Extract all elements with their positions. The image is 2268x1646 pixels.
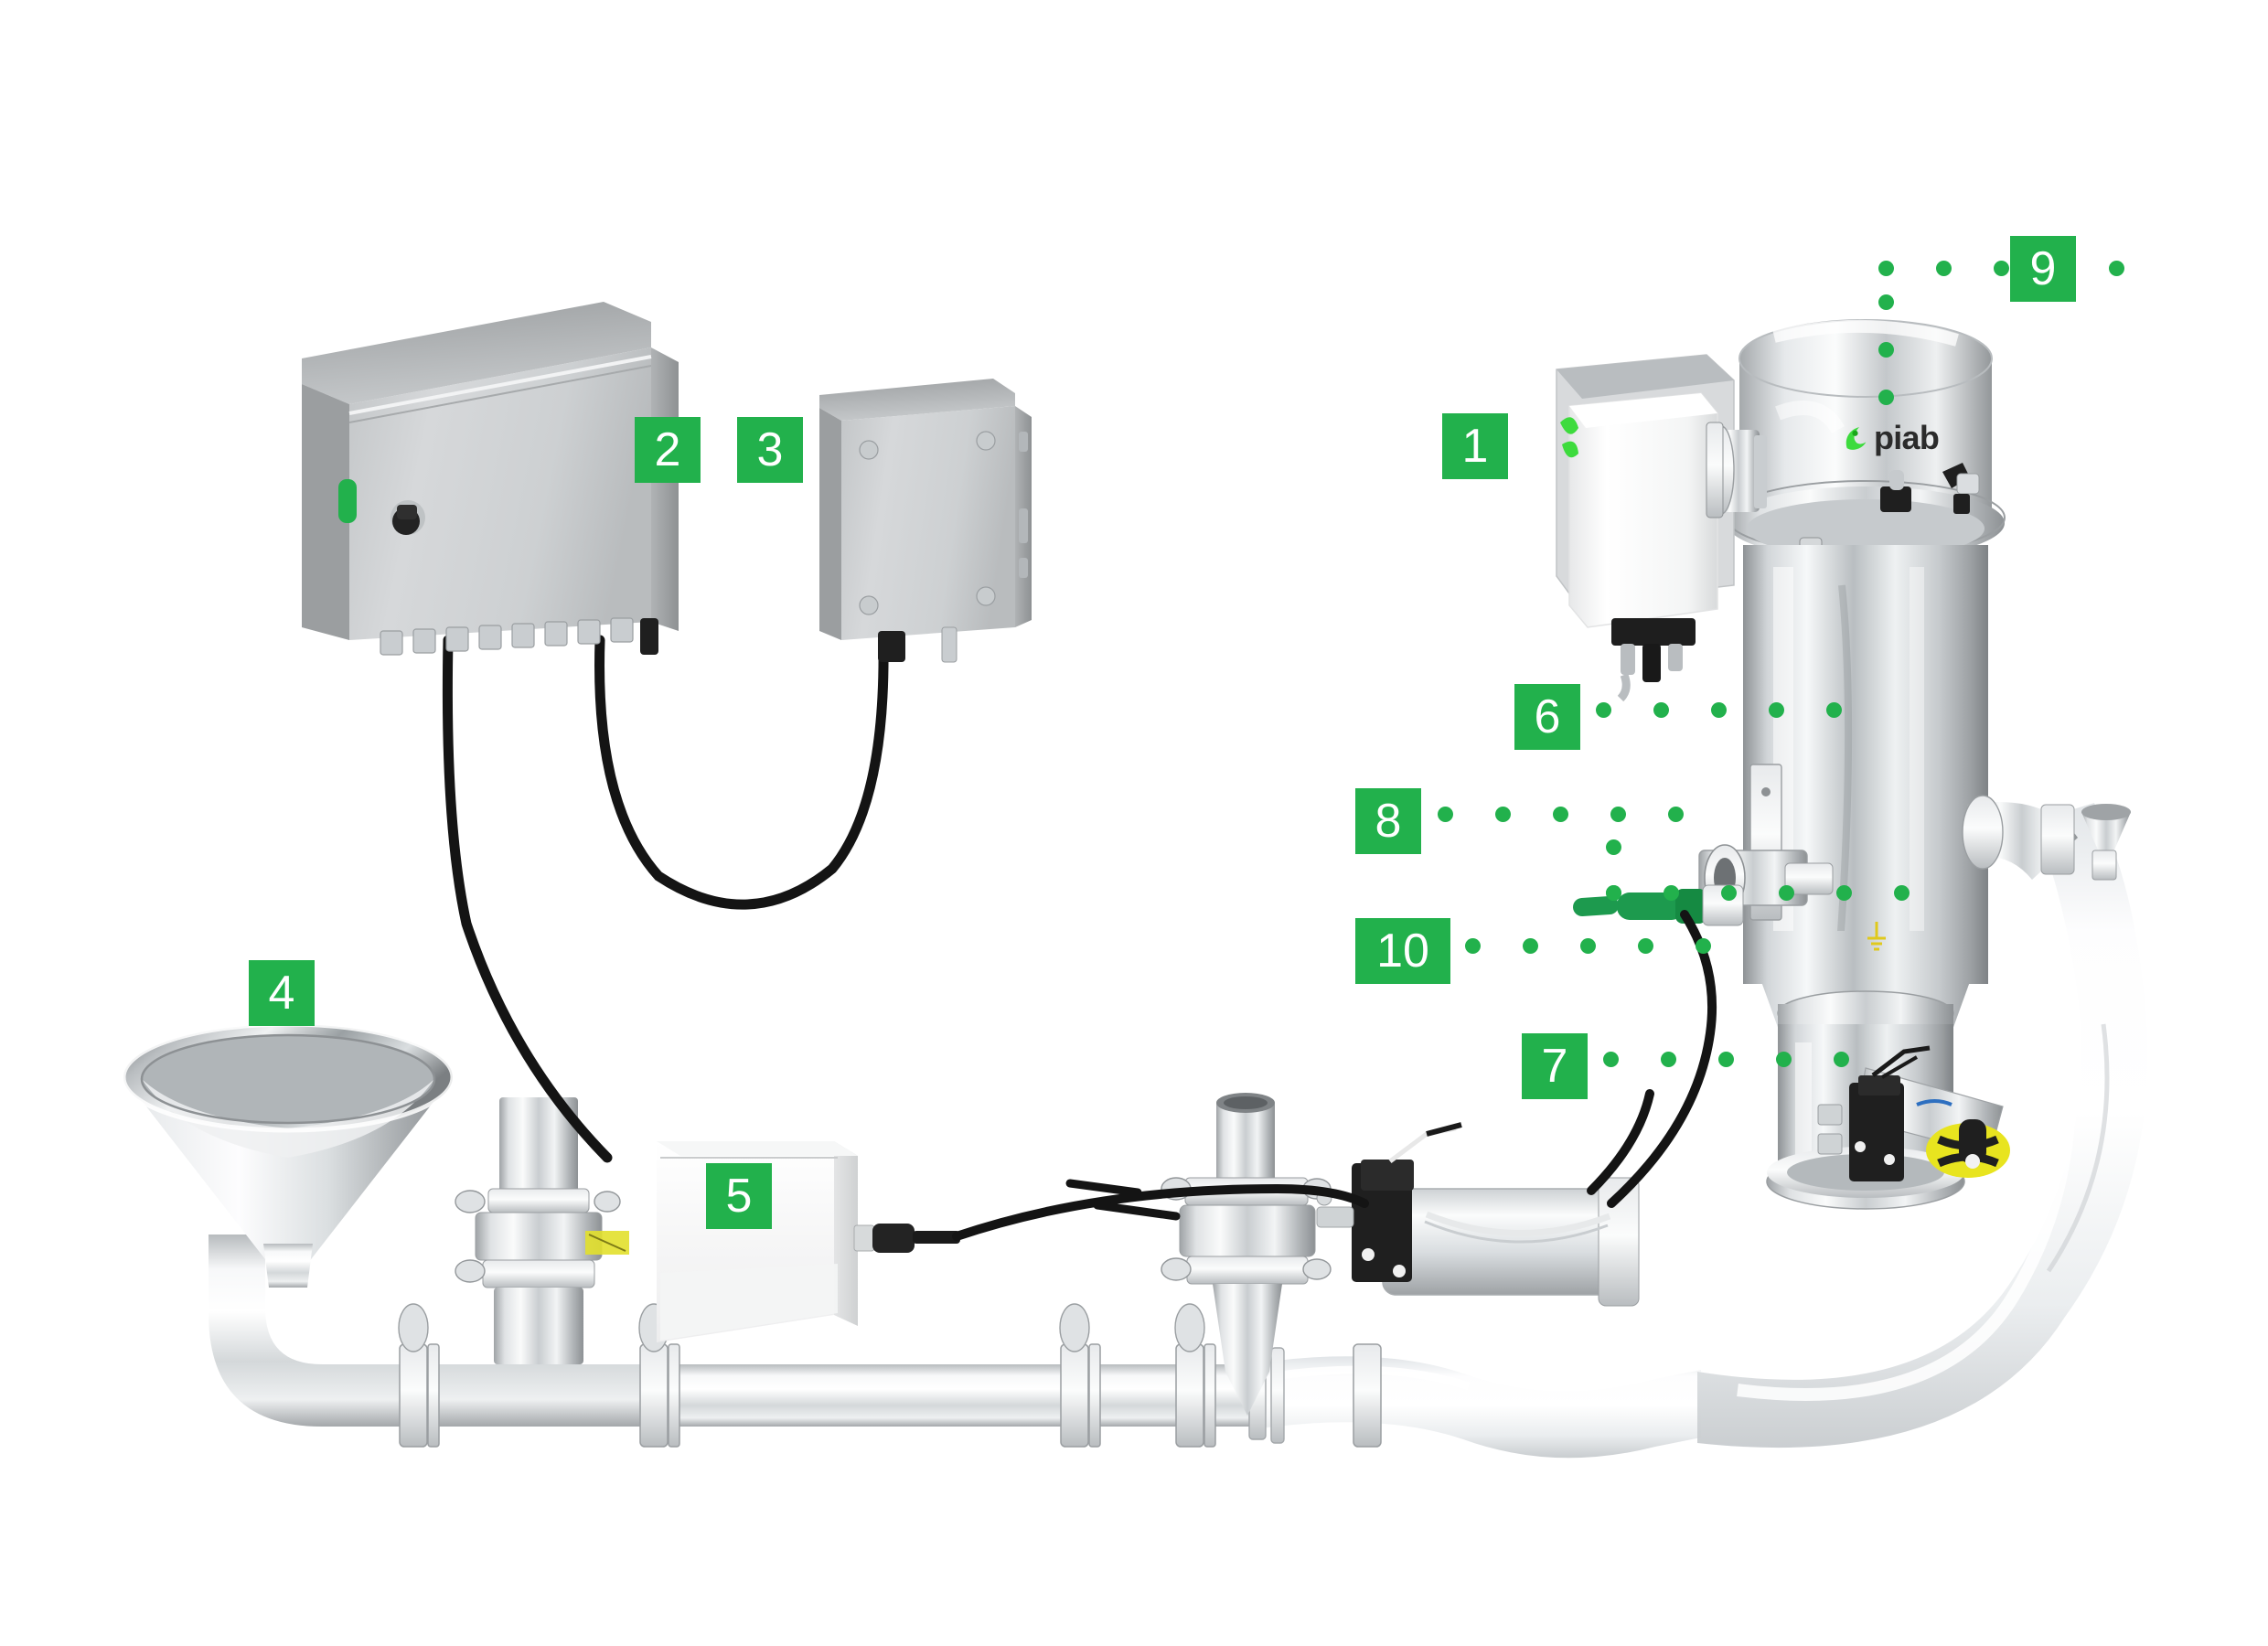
callout-badge-10[interactable]: 10	[1355, 918, 1450, 984]
callout-badge-1[interactable]: 1	[1442, 413, 1508, 479]
leader-dot	[1769, 702, 1784, 718]
callout-badge-4[interactable]: 4	[249, 960, 315, 1026]
callout-badge-3[interactable]: 3	[737, 417, 803, 483]
piab-logo-main-cabinet: piab	[401, 398, 529, 447]
leader-dot	[1878, 390, 1894, 405]
piab-logo-wordmark: piab	[882, 466, 936, 497]
leader-dot	[1653, 702, 1669, 718]
leader-dot	[1894, 885, 1910, 901]
vessel-shoulder-fittings	[1880, 463, 1980, 514]
piab-logo-vessel: piab	[1841, 419, 1940, 457]
leader-dot	[1638, 938, 1653, 954]
feed-hopper-funnel	[121, 1021, 455, 1288]
vessel-outlet-valve-actuator	[1817, 1045, 2010, 1181]
piab-leaf-icon	[1845, 427, 1867, 450]
leader-line-7	[1603, 1052, 1849, 1067]
leader-dot	[1664, 885, 1679, 901]
leader-dot	[1606, 885, 1621, 901]
clear-discharge-hose	[1697, 803, 2148, 1448]
callout-badge-5[interactable]: 5	[706, 1163, 772, 1229]
leader-dot	[1711, 702, 1727, 718]
leader-dot	[1603, 1052, 1619, 1067]
leader-dot	[1465, 938, 1481, 954]
leader-dot	[1878, 261, 1894, 276]
leader-line-9-horizontal	[1878, 261, 2124, 276]
callout-badge-6[interactable]: 6	[1514, 684, 1580, 750]
piab-logo-wordmark: piab	[444, 399, 529, 446]
leader-line-6	[1596, 702, 1842, 718]
leader-dot	[1834, 1052, 1849, 1067]
piab-leaf-icon	[858, 472, 876, 493]
filter-shaker-drive-unit	[1556, 354, 1767, 702]
piab-leaf-icon	[407, 408, 434, 439]
leader-dot	[1826, 702, 1842, 718]
leader-line-8-upper	[1438, 807, 1684, 822]
leader-dot	[1721, 885, 1737, 901]
leader-dot	[1878, 342, 1894, 358]
center-diverter-valve	[1161, 1093, 1640, 1416]
leader-dot	[1610, 807, 1626, 822]
leader-dot	[2109, 261, 2124, 276]
leader-dot	[1878, 294, 1894, 310]
leader-line-9-vertical	[1878, 294, 1894, 405]
leader-dot	[1523, 938, 1538, 954]
leader-dot	[1661, 1052, 1676, 1067]
leader-dot	[1779, 885, 1794, 901]
leader-dot	[1936, 261, 1952, 276]
callout-badge-9[interactable]: 9	[2010, 236, 2076, 302]
callout-badge-2[interactable]: 2	[635, 417, 701, 483]
leader-dot	[1596, 702, 1611, 718]
leader-line-10	[1465, 938, 1711, 954]
piab-logo-secondary-box: piab	[853, 466, 936, 497]
piab-logo-wordmark: piab	[1874, 419, 1940, 456]
leader-dot	[1696, 938, 1711, 954]
leader-line-8-lower	[1606, 885, 1910, 901]
leader-dot	[1553, 807, 1568, 822]
leader-dot	[1606, 839, 1621, 855]
leader-dot	[1994, 261, 2009, 276]
callout-badge-7[interactable]: 7	[1522, 1033, 1588, 1099]
leader-dot	[1718, 1052, 1734, 1067]
leader-dot	[1495, 807, 1511, 822]
conveying-pipeline	[209, 1234, 1701, 1459]
leader-dot	[1776, 1052, 1792, 1067]
vessel-discharge-elbow	[1962, 795, 2131, 881]
callout-badge-8[interactable]: 8	[1355, 788, 1421, 854]
leader-dot	[1580, 938, 1596, 954]
leader-dot	[1836, 885, 1852, 901]
inline-white-sensor-box	[657, 1141, 960, 1342]
left-butterfly-valve-assembly	[455, 1097, 629, 1364]
leader-dot	[1438, 807, 1453, 822]
conveyor-vessel	[1573, 319, 2131, 1210]
leader-dot	[1668, 807, 1684, 822]
